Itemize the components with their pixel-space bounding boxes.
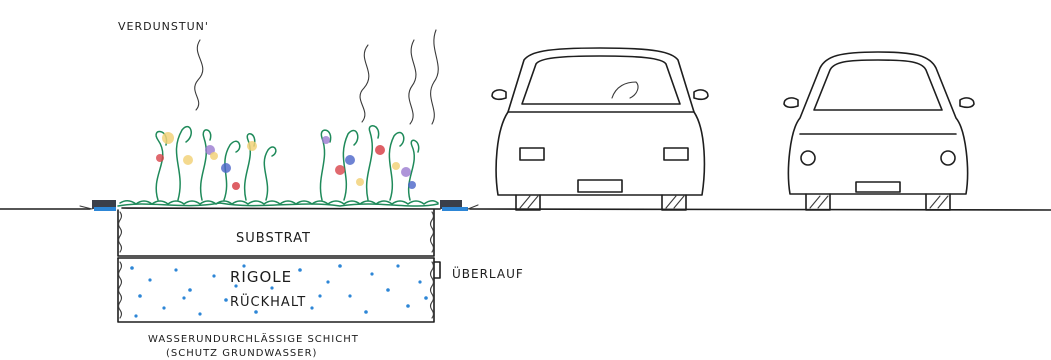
evaporation-wisps — [195, 30, 439, 124]
evaporation-label: VERDUNSTUN' — [118, 20, 209, 33]
vegetation — [118, 126, 438, 206]
overflow-label: ÜBERLAUF — [452, 265, 524, 281]
overflow-pipe — [434, 262, 440, 278]
car-front — [492, 48, 708, 210]
rigole-label: RIGOLE — [230, 268, 292, 286]
retention-label: RÜCKHALT — [230, 293, 306, 310]
car-rear — [784, 52, 974, 210]
impermeable-layer-label: WASSERUNDURCHLÄSSIGE SCHICHT — [148, 332, 359, 345]
groundwater-protection-label: (SCHUTZ GRUNDWASSER) — [166, 348, 317, 359]
substrate-label: SUBSTRAT — [236, 231, 311, 246]
